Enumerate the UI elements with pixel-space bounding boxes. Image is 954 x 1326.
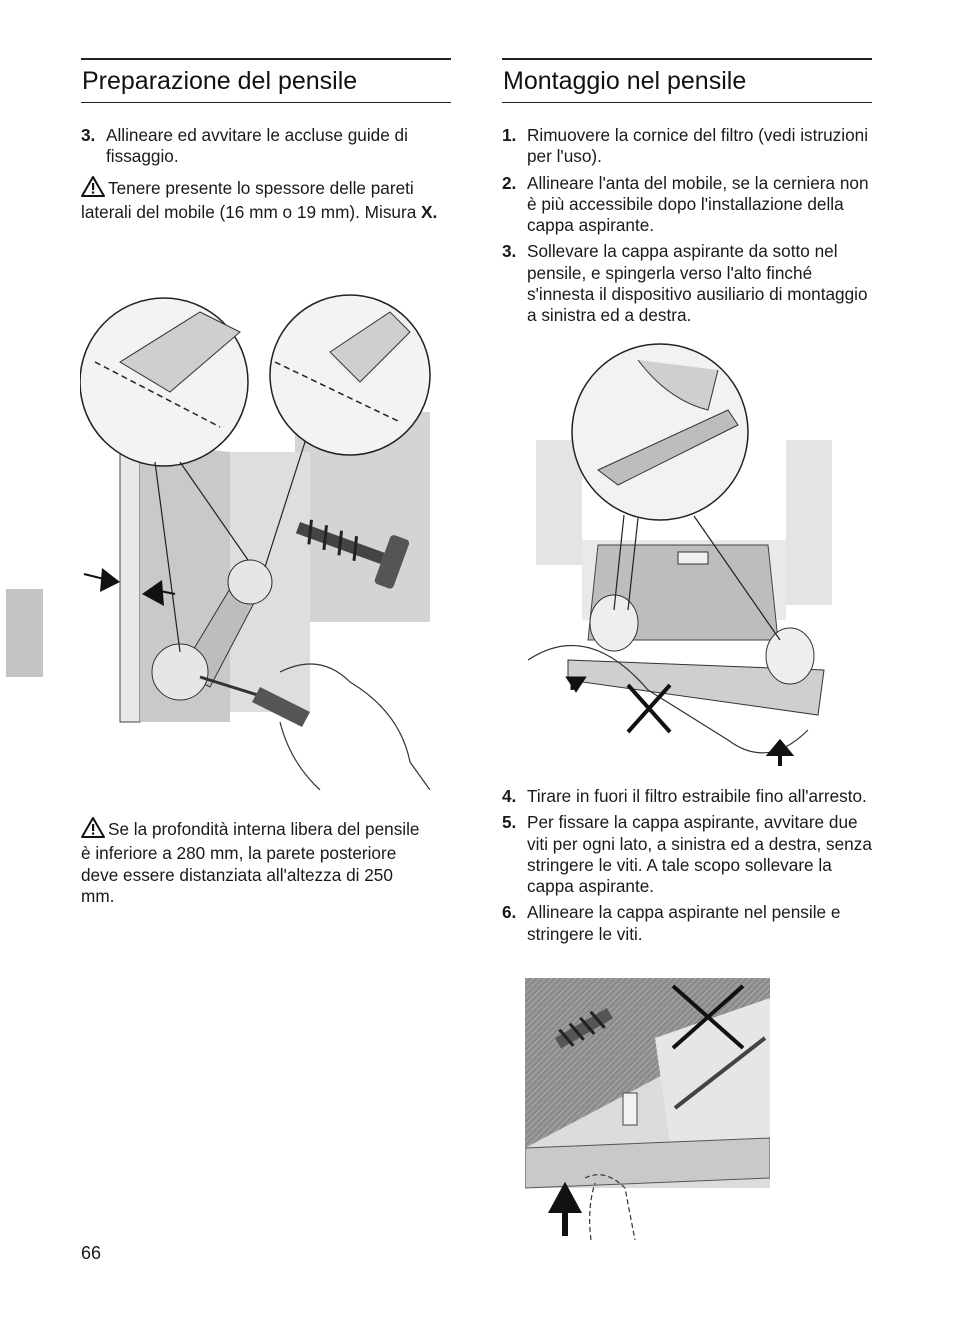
step-text: Allineare la cappa aspirante nel pensile… (527, 902, 841, 944)
step-text: Sollevare la cappa aspirante da sotto ne… (527, 241, 868, 326)
step-item: 3. Sollevare la cappa aspirante da sotto… (502, 241, 872, 326)
step-number: 3. (502, 241, 517, 262)
step-number: 1. (502, 125, 517, 145)
step-number: 5. (502, 812, 517, 833)
page-number: 66 (81, 1243, 102, 1263)
step-item: 2. Allineare l'anta del mobile, se la ce… (502, 173, 872, 237)
step-number: 3. (81, 125, 96, 145)
right-steps-a: 1. Rimuovere la cornice del filtro (vedi… (502, 125, 872, 327)
note-text: Tenere presente lo spessore delle pareti… (81, 177, 422, 222)
note-measure-label: X. (421, 201, 438, 222)
step-item: 1. Rimuovere la cornice del filtro (vedi… (502, 125, 872, 168)
step-text: Per fissare la cappa aspirante, avvitare… (527, 812, 872, 897)
warning-triangle-icon (81, 817, 105, 843)
step-text: Allineare ed avvitare le accluse guide d… (106, 125, 408, 167)
left-steps: 3. Allineare ed avvitare le accluse guid… (81, 125, 451, 168)
left-column: Preparazione del pensile 3. Allineare ed… (81, 58, 451, 223)
step-number: 4. (502, 786, 517, 806)
step-text: Allineare l'anta del mobile, se la cerni… (527, 172, 869, 236)
step-item: 5. Per fissare la cappa aspirante, avvit… (502, 812, 872, 897)
step-number: 6. (502, 902, 517, 923)
step-item: 3. Allineare ed avvitare le accluse guid… (81, 125, 451, 168)
warning-triangle-icon (81, 175, 105, 202)
warning-note-depth: Se la profondità interna libera del pens… (81, 817, 421, 907)
warning-note-thickness: Tenere presente lo spessore delle pareti… (81, 175, 451, 224)
figure-hood-lifting (527, 340, 834, 780)
figure-rail-mounting (79, 292, 452, 791)
right-steps-b: 4. Tirare in fuori il filtro estraibile … (502, 786, 872, 945)
step-number: 2. (502, 172, 517, 193)
section-title-montaggio: Montaggio nel pensile (502, 58, 872, 103)
chapter-side-tab (6, 589, 43, 677)
step-item: 6. Allineare la cappa aspirante nel pens… (502, 902, 872, 945)
step-item: 4. Tirare in fuori il filtro estraibile … (502, 786, 872, 807)
note-text: Se la profondità interna libera del pens… (81, 819, 420, 906)
right-column: Montaggio nel pensile 1. Rimuovere la co… (502, 58, 872, 332)
step-text: Tirare in fuori il filtro estraibile fin… (527, 786, 867, 806)
figure-hood-screwing (524, 978, 771, 1241)
section-title-preparazione: Preparazione del pensile (81, 58, 451, 103)
right-column-lower: 4. Tirare in fuori il filtro estraibile … (502, 786, 872, 950)
step-text: Rimuovere la cornice del filtro (vedi is… (527, 125, 869, 167)
